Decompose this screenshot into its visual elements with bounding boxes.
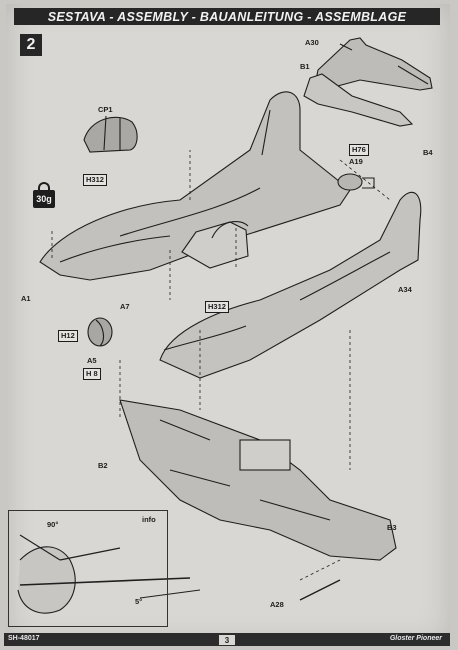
part-label-b2: B2 bbox=[98, 461, 108, 470]
part-label-a7: A7 bbox=[120, 302, 130, 311]
part-label-b4: B4 bbox=[423, 148, 433, 157]
kit-code: SH-48017 bbox=[8, 635, 40, 642]
part-label-a1: A1 bbox=[21, 294, 31, 303]
part-label-h312-top: H312 bbox=[83, 174, 107, 186]
part-label-a34: A34 bbox=[398, 285, 412, 294]
weight-handle-icon bbox=[38, 182, 50, 190]
cockpit-tub bbox=[181, 221, 249, 269]
part-label-cp1: CP1 bbox=[98, 105, 113, 114]
part-label-b1: B1 bbox=[300, 62, 310, 71]
page-title: SESTAVA - ASSEMBLY - BAUANLEITUNG - ASSE… bbox=[14, 8, 440, 25]
fin-part bbox=[303, 73, 414, 127]
wheel-part bbox=[87, 317, 113, 347]
part-label-h312-mid: H312 bbox=[205, 301, 229, 313]
info-title: info bbox=[142, 515, 156, 524]
engine-part bbox=[337, 173, 363, 191]
part-label-a28: A28 bbox=[270, 600, 284, 609]
info-detail-drawing bbox=[17, 534, 201, 614]
part-label-a19: A19 bbox=[349, 157, 363, 166]
part-label-h76: H76 bbox=[349, 144, 369, 156]
weight-icon: 30g bbox=[33, 190, 55, 208]
page-number: 3 bbox=[219, 635, 235, 645]
canopy-part bbox=[83, 116, 138, 153]
fuselage-half-left bbox=[39, 91, 351, 281]
angle-90-label: 90° bbox=[47, 520, 59, 529]
step-number-badge: 2 bbox=[20, 34, 42, 56]
part-label-h8: H 8 bbox=[83, 368, 101, 380]
fuselage-assembled bbox=[159, 191, 422, 379]
model-name: Gloster Pioneer bbox=[389, 635, 442, 642]
info-detail-box bbox=[8, 510, 168, 627]
part-label-a30: A30 bbox=[305, 38, 319, 47]
angle-5-label: 5° bbox=[135, 597, 143, 606]
part-label-a5: A5 bbox=[87, 356, 97, 365]
pitot-part bbox=[299, 579, 341, 601]
part-label-h12: H12 bbox=[58, 330, 78, 342]
part-label-b3: B3 bbox=[387, 523, 397, 532]
